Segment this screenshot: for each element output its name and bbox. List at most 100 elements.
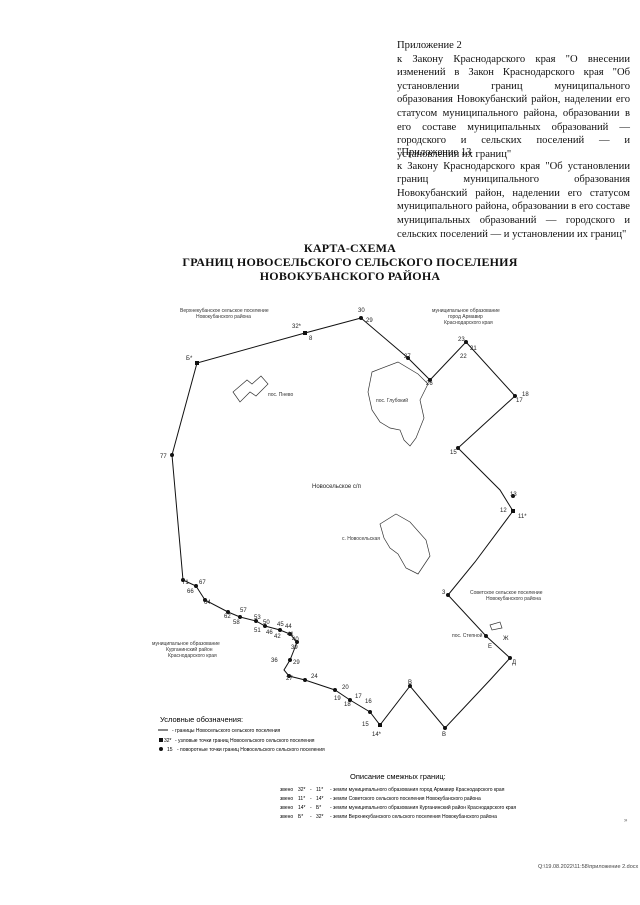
- turn-point: [456, 446, 460, 450]
- turn-point: [428, 378, 432, 382]
- turn-point: [226, 610, 230, 614]
- point-label: 67: [199, 580, 206, 586]
- turn-point: [513, 394, 517, 398]
- point-label: 22: [460, 354, 467, 360]
- node-point-11: [511, 509, 515, 513]
- appendix-2: Приложение 2 к Закону Краснодарского кра…: [397, 39, 630, 161]
- desc-row-to: 14*: [316, 796, 324, 802]
- desc-row-label: звено: [280, 814, 293, 820]
- point-label: 15: [450, 450, 457, 456]
- point-label: 51: [254, 628, 261, 634]
- appendix-13-heading: "Приложение 13: [397, 147, 472, 158]
- legend-title: Условные обозначения:: [160, 715, 243, 724]
- settlement-stepnoy-outline: [489, 621, 503, 631]
- point-label: 30: [358, 308, 365, 314]
- center-label: Новосельское с/п: [312, 484, 361, 490]
- settlement-pnevo-label: пос. Пнево: [268, 392, 294, 398]
- desc-row-dash: -: [310, 805, 312, 811]
- turn-point: [303, 678, 307, 682]
- description-title: Описание смежных границ:: [350, 772, 446, 781]
- point-label: Д: [512, 660, 516, 666]
- point-label: 32*: [292, 324, 302, 330]
- turn-point: [288, 658, 292, 662]
- desc-row-label: звено: [280, 805, 293, 811]
- neighbor-right-line1: Советское сельское поселение: [470, 590, 543, 596]
- turn-point: [484, 634, 488, 638]
- neighbor-top-left-line2: Новокубанского района: [196, 313, 251, 320]
- point-label: 50: [263, 620, 270, 626]
- desc-row-text: - земли муниципального образования город…: [330, 787, 505, 793]
- desc-row-dash: -: [310, 787, 312, 793]
- map-title-3: НОВОКУБАНСКОГО РАЙОНА: [259, 269, 441, 283]
- settlement-glubokiy-outline: [367, 361, 429, 447]
- turn-point: [406, 356, 410, 360]
- file-path-footer: Q:\19.08.2022\11:58\приложение 2.docx: [538, 864, 639, 870]
- point-label: 66: [187, 589, 194, 595]
- neighbor-top-right-line1: муниципальное образование: [432, 308, 500, 314]
- desc-row-text: - земли Верхнекубанского сельского посел…: [330, 813, 497, 820]
- desc-row-label: звено: [280, 796, 293, 802]
- desc-row-text: - земли муниципального образования Курга…: [330, 804, 516, 811]
- description-rows: звено 32* - 11* - земли муниципального о…: [280, 787, 516, 820]
- point-label: Ж: [503, 636, 509, 642]
- turn-point: [511, 494, 515, 498]
- settlement-pnevo-outline: [232, 375, 269, 403]
- turn-point: [348, 698, 352, 702]
- legend-turn-text: - поворотные точки границ Новосельского …: [177, 747, 325, 753]
- turn-point: [181, 578, 185, 582]
- turn-point: [368, 710, 372, 714]
- map-title-1: КАРТА-СХЕМА: [303, 241, 397, 255]
- point-label: 42: [274, 634, 281, 640]
- turn-point: [446, 593, 450, 597]
- point-label: 24: [311, 674, 318, 680]
- point-label: 27: [404, 354, 411, 360]
- legend-node-square: [159, 738, 163, 742]
- point-label: 18: [344, 702, 351, 708]
- point-label: 18: [522, 392, 529, 398]
- turn-point: [238, 615, 242, 619]
- settlement-novoselskaya-outline: [379, 513, 431, 575]
- settlement-boundary: [171, 317, 516, 729]
- neighbor-bottom-left-line3: Краснодарского края: [168, 653, 217, 659]
- turn-point: [408, 684, 412, 688]
- desc-row-from: 11*: [298, 796, 305, 802]
- point-label: 39: [291, 645, 298, 651]
- corner-mark: »: [624, 818, 628, 824]
- point-labels: 30 29 32* 8 Б* 77 71 67 66 64 62 58 57 5…: [160, 308, 529, 738]
- point-label: В: [442, 732, 446, 738]
- desc-row-dash: -: [310, 814, 312, 820]
- point-label: 62: [224, 614, 231, 620]
- point-label: 14*: [372, 732, 382, 738]
- point-label: 17: [516, 398, 523, 404]
- desc-row-dash: -: [310, 796, 312, 802]
- turn-point: [443, 726, 447, 730]
- legend-turn-dot: [159, 747, 163, 751]
- appendix-13-text: к Закону Краснодарского края "Об установ…: [397, 160, 630, 240]
- desc-row-to: Б*: [316, 805, 321, 811]
- point-label: 26: [426, 381, 433, 387]
- turn-point: [287, 674, 291, 678]
- turn-point: [278, 628, 282, 632]
- settlement-glubokiy-label: пос. Глубокий: [376, 397, 408, 404]
- point-label: 41: [287, 632, 294, 638]
- point-label: 21: [470, 346, 477, 352]
- neighbor-bottom-left-line2: Курганинский район: [166, 646, 213, 653]
- node-point-B: [195, 361, 199, 365]
- point-label: 44: [285, 624, 292, 630]
- settlement-stepnoy-label: пос. Степной: [452, 632, 483, 639]
- point-label: 58: [233, 620, 240, 626]
- desc-row-text: - земли Советского сельского поселения Н…: [330, 795, 481, 802]
- point-label: 77: [160, 454, 167, 460]
- turn-point: [170, 453, 174, 457]
- point-label: 64: [204, 600, 211, 606]
- point-label: 57: [240, 608, 247, 614]
- desc-row-from: 32*: [298, 787, 306, 793]
- node-point-32: [303, 331, 307, 335]
- node-point-14: [378, 723, 382, 727]
- appendix-2-text: к Закону Краснодарского края "О внесении…: [397, 53, 630, 160]
- neighbor-right-line2: Новокубанского района: [486, 595, 541, 602]
- neighbor-top-right-line2: город Армавир: [448, 314, 483, 320]
- point-label: Е: [488, 644, 492, 650]
- turn-point: [464, 340, 468, 344]
